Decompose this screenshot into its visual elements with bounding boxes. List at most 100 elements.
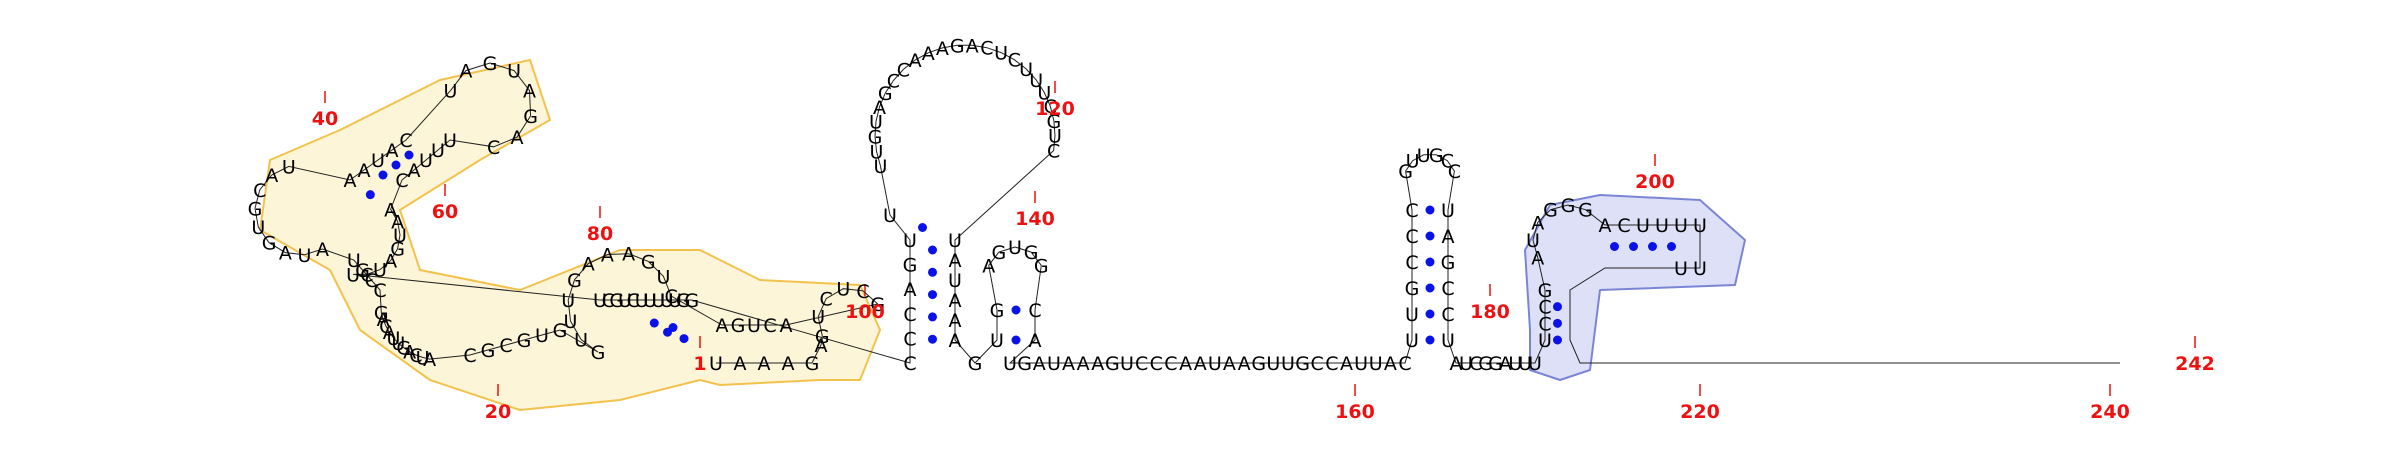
nucleotide: U: [1441, 200, 1455, 222]
nucleotide: A: [949, 290, 962, 312]
position-label-100: 100: [845, 301, 885, 323]
base-pair-dot: [1425, 309, 1435, 319]
nucleotide: C: [1617, 215, 1630, 237]
nucleotide: C: [1150, 353, 1163, 375]
position-label-80: 80: [587, 223, 613, 245]
nucleotide: A: [391, 211, 404, 233]
nucleotide: A: [408, 160, 421, 182]
nucleotide: G: [1478, 353, 1493, 375]
base-pair-dot: [918, 223, 927, 232]
nucleotide: U: [1406, 151, 1420, 173]
nucleotide: U: [883, 205, 897, 227]
nucleotide: G: [870, 294, 885, 316]
nucleotide: U: [1048, 126, 1062, 148]
nucleotide: G: [1024, 242, 1039, 264]
nucleotide: U: [903, 230, 917, 252]
nucleotide: A: [383, 322, 396, 344]
nucleotide: U: [535, 325, 549, 347]
nucleotide: U: [282, 156, 296, 178]
nucleotide: C: [399, 130, 412, 152]
base-pair-dot: [391, 160, 401, 170]
nucleotide: A: [423, 349, 436, 371]
base-pair-dot: [1667, 242, 1676, 251]
position-label-40: 40: [312, 108, 338, 130]
nucleotide: C: [1164, 353, 1177, 375]
nucleotide: U: [1655, 215, 1669, 237]
nucleotide: A: [1238, 353, 1251, 375]
nucleotide: C: [1398, 353, 1411, 375]
nucleotide: A: [1340, 353, 1353, 375]
position-label-180: 180: [1470, 301, 1510, 323]
position-label-60: 60: [432, 201, 458, 223]
nucleotide: U: [416, 347, 430, 369]
nucleotide: A: [1062, 353, 1075, 375]
nucleotide: C: [820, 289, 833, 311]
nucleotide: C: [1538, 313, 1551, 335]
base-pair-dot: [1629, 242, 1638, 251]
nucleotide: U: [618, 290, 632, 312]
nucleotide: C: [1469, 353, 1482, 375]
nucleotide: A: [384, 251, 397, 273]
base-pair-dot: [928, 290, 937, 300]
base-pair-dot: [1610, 242, 1619, 251]
nucleotide: U: [1266, 353, 1280, 375]
nucleotide: A: [403, 342, 416, 364]
nucleotide: G: [374, 302, 389, 324]
nucleotide: U: [1674, 215, 1688, 237]
base-pair-dot: [928, 245, 937, 255]
nucleotide: A: [909, 50, 922, 72]
nucleotide: G: [1405, 278, 1420, 300]
nucleotide: C: [1441, 278, 1454, 300]
nucleotide: U: [668, 290, 682, 312]
nucleotide: C: [897, 59, 910, 81]
nucleotide: C: [665, 286, 678, 308]
nucleotide: C: [903, 304, 916, 326]
nucleotide: A: [459, 61, 472, 83]
nucleotide: U: [371, 150, 385, 172]
nucleotide: A: [1179, 353, 1192, 375]
nucleotide: U: [1029, 70, 1043, 92]
nucleotide: G: [1105, 353, 1120, 375]
nucleotide: A: [982, 255, 995, 277]
base-pair-dot: [928, 267, 937, 277]
nucleotide: G: [517, 330, 532, 352]
position-label-242: 242: [2175, 353, 2215, 375]
position-label-240: 240: [2090, 401, 2130, 423]
nucleotide: A: [782, 353, 795, 375]
nucleotide: U: [1674, 258, 1688, 280]
nucleotide: A: [1091, 353, 1104, 375]
nucleotide: U: [1636, 215, 1650, 237]
nucleotide: A: [949, 250, 962, 272]
base-pair-dot: [1425, 205, 1435, 215]
nucleotide: C: [1441, 304, 1454, 326]
nucleotide: C: [763, 315, 776, 337]
nucleotide: U: [1518, 353, 1532, 375]
nucleotide: C: [1044, 96, 1057, 118]
nucleotide: G: [1429, 145, 1444, 167]
nucleotide: A: [377, 309, 390, 331]
nucleotide: A: [873, 97, 886, 119]
nucleotide: U: [873, 156, 887, 178]
nucleotide: C: [627, 290, 640, 312]
nucleotide: A: [386, 140, 399, 162]
nucleotide: U: [443, 130, 457, 152]
nucleotide: A: [1531, 248, 1544, 270]
nucleotide: G: [481, 340, 496, 362]
nucleotide: C: [1135, 353, 1148, 375]
nucleotide: U: [297, 245, 311, 267]
nucleotide: C: [1538, 297, 1551, 319]
nucleotide: U: [431, 140, 445, 162]
nucleotide: U: [643, 290, 657, 312]
nucleotide: C: [365, 270, 378, 292]
base-pair-dot: [1011, 305, 1021, 315]
nucleotide: G: [396, 338, 411, 360]
nucleotide: U: [564, 311, 578, 333]
nucleotide: A: [265, 165, 278, 187]
nucleotide: G: [553, 320, 568, 342]
nucleotide: G: [1578, 200, 1593, 222]
nucleotide: G: [390, 239, 405, 261]
nucleotide: U: [1693, 215, 1707, 237]
nucleotide: G: [1561, 195, 1576, 217]
